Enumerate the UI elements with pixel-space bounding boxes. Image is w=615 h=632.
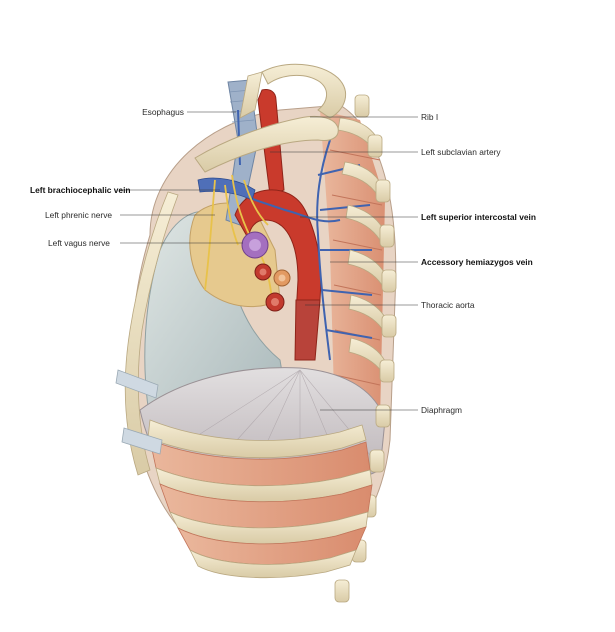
label-diaphragm: Diaphragm [421,405,462,415]
label-esophagus: Esophagus [142,107,184,117]
label-accessory-hemiazygos-vein: Accessory hemiazygos vein [421,257,533,267]
label-rib-1: Rib I [421,112,439,122]
anterior-rib-stubs [115,369,163,455]
anterior-ribs-lower [147,419,373,579]
first-rib-anterior [239,71,263,119]
sternal-edge [124,191,179,476]
clavicle [194,115,339,173]
vertebral-column [334,94,397,603]
label-left-superior-intercostal-vein: Left superior intercostal vein [421,212,536,222]
label-left-subclavian-artery: Left subclavian artery [421,147,501,157]
label-left-phrenic-nerve: Left phrenic nerve [45,210,113,220]
rib-1 [261,63,347,119]
label-thoracic-aorta: Thoracic aorta [421,300,475,310]
label-left-brachiocephalic-vein: Left brachiocephalic vein [30,185,131,195]
thoracic-aorta [294,299,321,361]
label-left-vagus-nerve: Left vagus nerve [48,238,110,248]
leader-lines [120,111,418,411]
